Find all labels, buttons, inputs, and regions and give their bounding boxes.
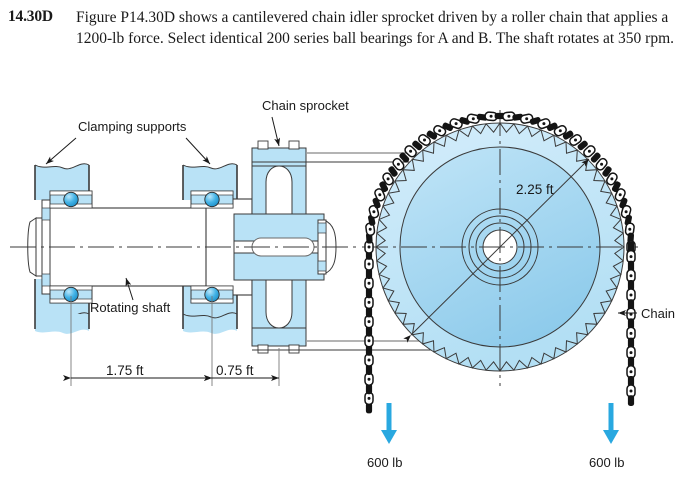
force-arrow-right: 600 lb <box>589 403 624 470</box>
chain-sprocket-label: Chain sprocket <box>262 98 349 113</box>
chain-roller-pin <box>507 114 511 118</box>
chain-roller-pin <box>558 129 562 133</box>
chain-pin-link <box>379 181 389 193</box>
chain-pin-link <box>412 140 423 151</box>
chain-roller-pin <box>409 149 413 153</box>
chain-roller-pin <box>367 339 371 343</box>
clamping-supports-callout: Clamping supports <box>45 119 211 165</box>
chain-pin-link <box>365 345 373 356</box>
chain-roller-pin <box>471 117 475 121</box>
chain-roller-pin <box>574 138 577 142</box>
chain-pin-link <box>611 181 621 193</box>
clamping-supports-label: Clamping supports <box>78 119 187 134</box>
chain-pin-link <box>627 318 635 330</box>
chain-roller-pin <box>367 300 371 304</box>
chain-pin-link <box>365 364 373 375</box>
chain-roller-pin <box>618 193 622 197</box>
chain-roller-pin <box>368 227 372 231</box>
chain-roller-pin <box>629 351 633 355</box>
chain-pin-link <box>627 260 635 272</box>
force-arrow-left: 600 lb <box>367 403 402 470</box>
chain-callout: Chain <box>618 306 675 321</box>
chain-roller-pin <box>367 377 371 381</box>
sprocket-teeth <box>375 122 625 372</box>
rotating-shaft-callout: Rotating shaft <box>90 277 171 315</box>
chain-pin-link <box>627 280 635 291</box>
chain-pin-link <box>627 356 635 368</box>
chain-pin-link <box>365 268 373 279</box>
chain-pin-link <box>365 325 373 337</box>
chain-pin-link <box>562 130 574 140</box>
sprocket-diameter-dimension: 2.25 ft <box>403 158 590 343</box>
chain-roller-pin <box>587 149 591 153</box>
chain-roller-pin <box>629 370 633 374</box>
chain-pin-link <box>590 152 601 163</box>
chain-roller-pin <box>629 255 633 259</box>
chain-roller-pin <box>624 210 628 214</box>
chain-pin-link <box>577 140 588 151</box>
chain-roller-pin <box>367 396 371 400</box>
chain-pin-link <box>365 402 373 414</box>
chain-pin-link <box>627 241 635 253</box>
chain-pin-link <box>627 395 635 406</box>
roller-chain <box>364 111 636 414</box>
chain-roller-pin <box>629 331 633 335</box>
chain-roller-pin <box>438 129 442 133</box>
chain-roller-pin <box>367 320 371 324</box>
chain-pin-link <box>627 337 635 349</box>
chain-pin-link <box>365 383 373 395</box>
chain-roller-pin <box>378 193 382 197</box>
chain-roller-pin <box>367 358 371 362</box>
chain-pin-link <box>365 306 373 318</box>
chain-roller-pin <box>367 262 371 266</box>
chain-roller-pin <box>386 177 390 181</box>
chain-pin-link <box>627 299 635 310</box>
force-right-label: 600 lb <box>589 455 624 470</box>
chain-pin-link <box>627 376 635 387</box>
chain-roller-pin <box>489 114 493 118</box>
problem-statement: 14.30D Figure P14.30D shows a cantilever… <box>0 0 689 86</box>
chain-roller-pin <box>542 122 546 126</box>
figure-diagram: 2.25 ft 600 lb 600 lb Clamping supports <box>0 86 689 480</box>
chain-roller-pin <box>629 389 633 393</box>
problem-number: 14.30D <box>8 8 53 25</box>
chain-roller-pin <box>367 245 371 249</box>
sprocket-diameter-label: 2.25 ft <box>516 182 554 197</box>
chain-roller-pin <box>372 210 376 214</box>
force-left-label: 600 lb <box>367 455 402 470</box>
chain-pin-link <box>426 130 438 140</box>
chain-pin-link <box>602 166 612 177</box>
dimension-bearing-span-label: 1.75 ft <box>106 363 144 378</box>
assembly-drawing: 2.25 ft 600 lb 600 lb Clamping supports <box>10 98 675 470</box>
chain-roller-pin <box>525 117 529 121</box>
chain-label: Chain <box>641 306 675 321</box>
problem-text: Figure P14.30D shows a cantilevered chai… <box>76 9 675 47</box>
rotating-shaft-label: Rotating shaft <box>90 300 171 315</box>
chain-roller-pin <box>610 177 614 181</box>
chain-pin-link <box>399 152 410 163</box>
chain-roller-pin <box>629 274 633 278</box>
bearing-b <box>190 190 234 304</box>
dimension-overhang-label: 0.75 ft <box>216 363 254 378</box>
chain-sprocket-callout: Chain sprocket <box>262 98 349 147</box>
chain-roller-pin <box>600 162 604 166</box>
chain-roller-pin <box>423 138 426 142</box>
chain-roller-pin <box>628 227 632 231</box>
chain-sprocket <box>362 110 638 386</box>
chain-roller-pin <box>367 281 371 285</box>
dimension-bearing-span: 1.75 ft 0.75 ft <box>63 296 280 386</box>
chain-pin-link <box>388 166 398 177</box>
chain-roller-pin <box>454 122 458 126</box>
chain-pin-link <box>365 287 373 299</box>
chain-roller-pin <box>629 293 633 297</box>
chain-roller-pin <box>396 162 400 166</box>
